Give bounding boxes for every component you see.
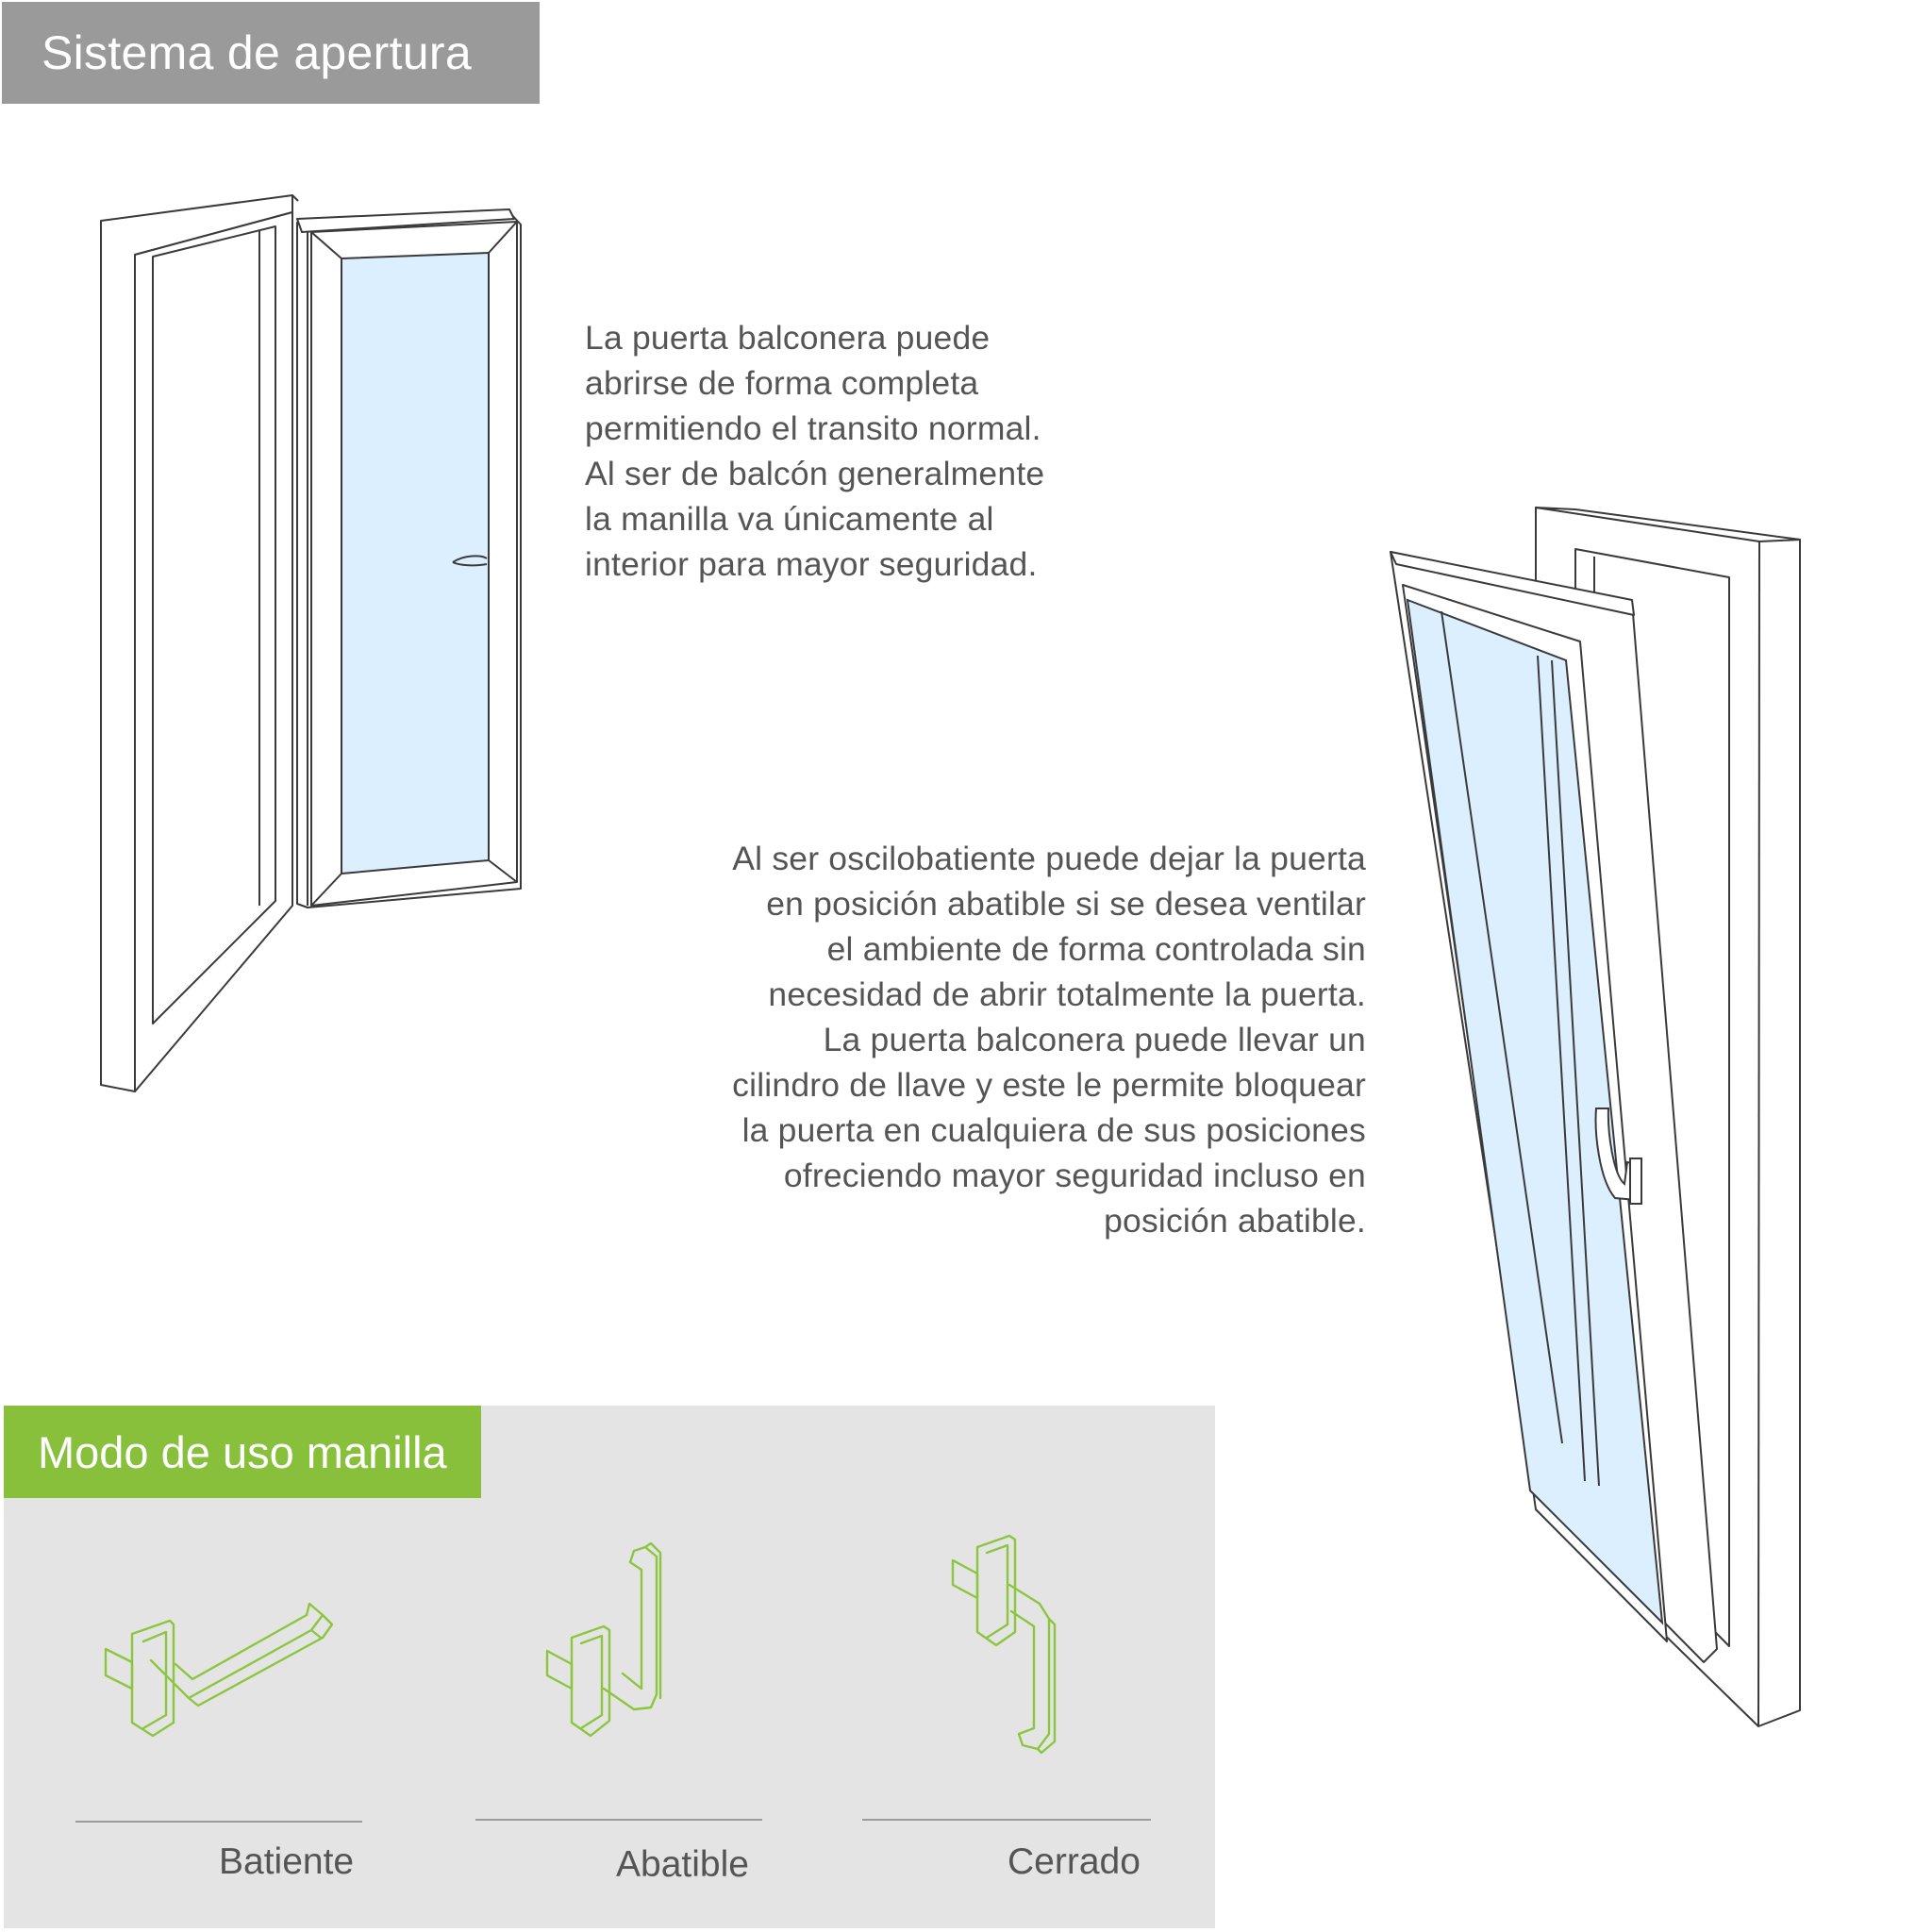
mode-label-batiente: Batiente [219, 1841, 355, 1882]
description-line: la puerta en cualquiera de sus posicione… [741, 1111, 1366, 1149]
separator-line [862, 1819, 1151, 1821]
handle-batiente-icon [104, 1602, 334, 1738]
description-line: abrirse de forma completa [585, 364, 979, 402]
handle-section-title: Modo de uso manilla [4, 1406, 481, 1498]
description-line: La puerta balconera puede [585, 319, 991, 357]
description-casement: La puerta balconera puede abrirse de for… [585, 315, 1044, 587]
description-line: permitiendo el transito normal. [585, 409, 1041, 447]
casement-door-illustration [100, 194, 522, 1092]
page-title: Sistema de apertura [2, 2, 540, 104]
tilt-door-illustration [1390, 507, 1801, 1727]
handle-abatible-icon [545, 1541, 662, 1738]
description-line: Al ser oscilobatiente puede dejar la pue… [732, 840, 1366, 877]
separator-line [475, 1819, 762, 1821]
mode-label-cerrado: Cerrado [1008, 1841, 1141, 1882]
description-line: cilindro de llave y este le permite bloq… [732, 1066, 1366, 1104]
description-line: en posición abatible si se desea ventila… [766, 885, 1366, 923]
description-line: interior para mayor seguridad. [585, 545, 1038, 583]
mode-label-abatible: Abatible [616, 1844, 749, 1885]
description-line: el ambiente de forma controlada sin [826, 930, 1366, 968]
handle-cerrado-icon [951, 1534, 1057, 1755]
separator-line [75, 1821, 362, 1823]
description-line: Al ser de balcón generalmente [585, 455, 1045, 492]
description-line: posición abatible. [1104, 1202, 1366, 1240]
description-line: La puerta balconera puede llevar un [823, 1021, 1366, 1058]
description-line: la manilla va únicamente al [585, 500, 994, 538]
description-line: necesidad de abrir totalmente la puerta. [768, 975, 1366, 1013]
description-line: ofreciendo mayor seguridad incluso en [783, 1157, 1366, 1194]
description-tilt-turn: Al ser oscilobatiente puede dejar la pue… [732, 836, 1366, 1243]
